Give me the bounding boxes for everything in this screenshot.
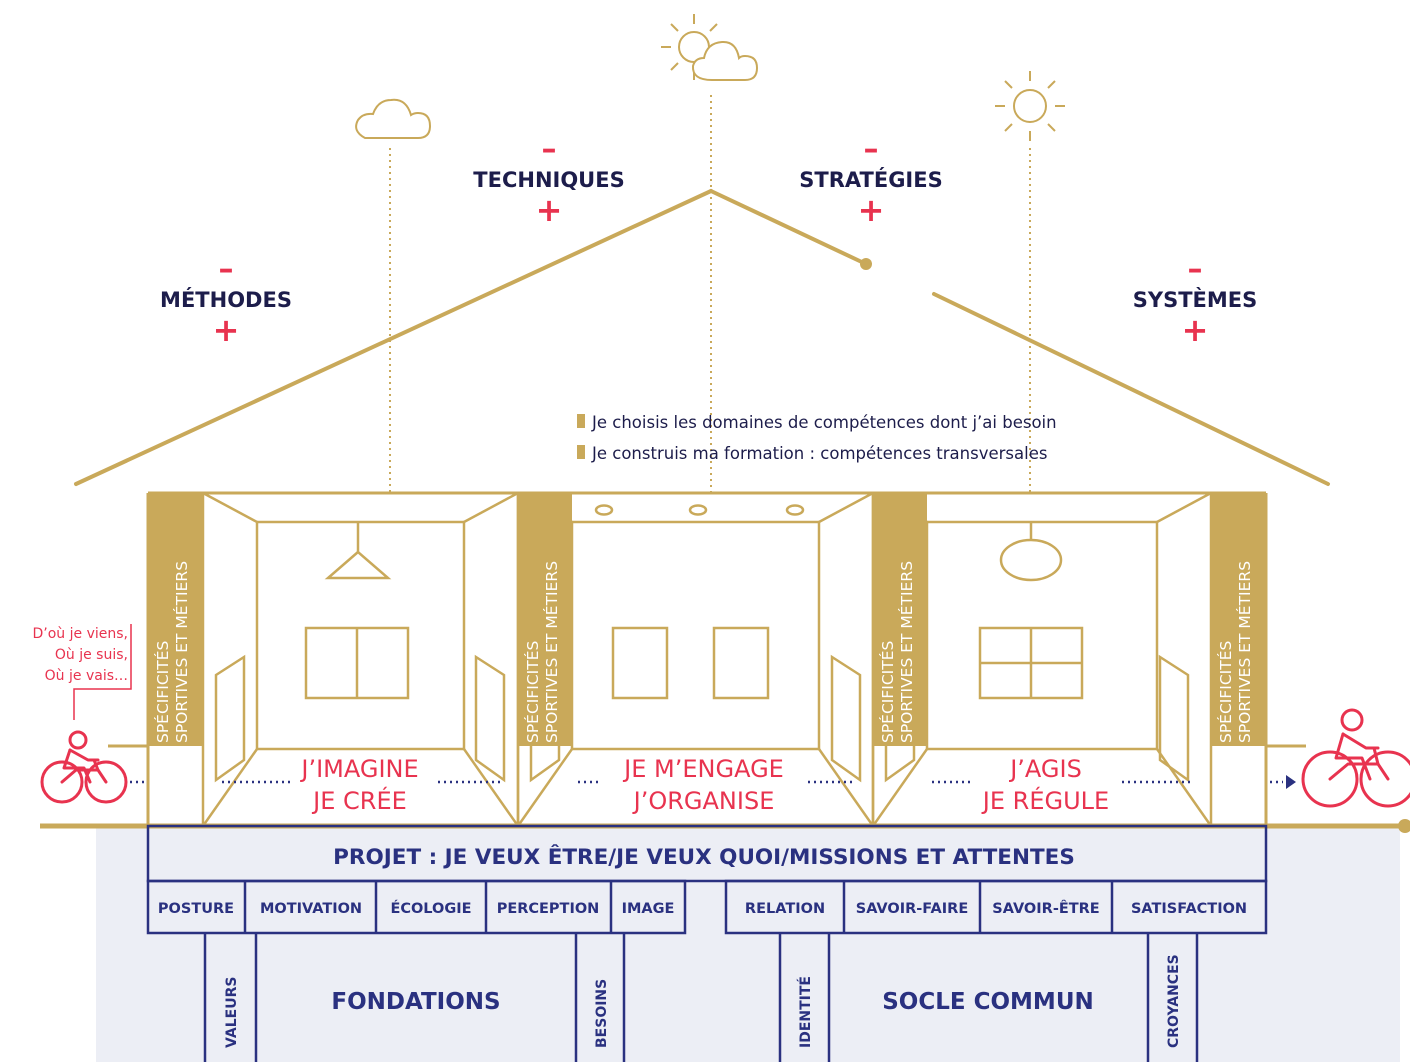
spec-pillar-3-text: SPÉCIFICITÉS SPORTIVES ET MÉTIERS bbox=[878, 561, 916, 743]
common-base-label: SOCLE COMMUN bbox=[882, 989, 1094, 1015]
svg-text:D’où je viens,: D’où je viens, bbox=[33, 626, 128, 642]
pillar-croyances: CROYANCES bbox=[1166, 954, 1182, 1048]
note-1: Je choisis les domaines de compétences d… bbox=[591, 413, 1057, 432]
dotted-sky-lines bbox=[389, 95, 1031, 493]
pillar-satisfaction: SATISFACTION bbox=[1131, 901, 1247, 917]
svg-text:–: – bbox=[542, 132, 557, 167]
category-techniques: – TECHNIQUES + bbox=[473, 132, 624, 229]
cyclist-left-icon bbox=[40, 730, 128, 804]
svg-text:SYSTÈMES: SYSTÈMES bbox=[1133, 287, 1258, 312]
spec-pillar-1-text: SPÉCIFICITÉS SPORTIVES ET MÉTIERS bbox=[153, 561, 191, 743]
svg-text:–: – bbox=[864, 132, 879, 167]
pillar-motivation: MOTIVATION bbox=[260, 901, 362, 917]
svg-text:TECHNIQUES: TECHNIQUES bbox=[473, 168, 624, 192]
svg-text:SPÉCIFICITÉS: SPÉCIFICITÉS bbox=[878, 641, 897, 743]
svg-text:Où je suis,: Où je suis, bbox=[55, 647, 128, 663]
room-3-line-1: J’AGIS bbox=[1008, 755, 1082, 783]
room-3-line-2: JE RÉGULE bbox=[981, 786, 1109, 815]
pillar-perception: PERCEPTION bbox=[497, 901, 600, 917]
spec-pillar-2 bbox=[518, 493, 572, 746]
spec-pillar-2-text: SPÉCIFICITÉS SPORTIVES ET MÉTIERS bbox=[523, 561, 561, 743]
room-1-line-2: JE CRÉE bbox=[311, 786, 407, 815]
foundations-label: FONDATIONS bbox=[331, 989, 500, 1015]
pillar-ecologie: ÉCOLOGIE bbox=[390, 900, 471, 917]
foundation-structure bbox=[146, 824, 1268, 1062]
spec-pillar-3 bbox=[873, 493, 927, 746]
category-strategies: – STRATÉGIES + bbox=[799, 132, 942, 229]
room-1-line-1: J’IMAGINE bbox=[299, 755, 418, 783]
pillar-valeurs: VALEURS bbox=[224, 977, 240, 1048]
spec-pillar-1 bbox=[148, 493, 203, 746]
pillar-posture: POSTURE bbox=[158, 901, 234, 917]
category-systemes: – SYSTÈMES + bbox=[1133, 252, 1258, 349]
roof bbox=[74, 189, 1330, 486]
rider-question: D’où je viens, Où je suis, Où je vais… bbox=[33, 626, 128, 684]
spec-pillar-4-text: SPÉCIFICITÉS SPORTIVES ET MÉTIERS bbox=[1216, 561, 1254, 743]
svg-text:SPORTIVES ET MÉTIERS: SPORTIVES ET MÉTIERS bbox=[897, 561, 916, 743]
svg-text:+: + bbox=[858, 191, 885, 229]
project-bar: PROJET : JE VEUX ÊTRE/JE VEUX QUOI/MISSI… bbox=[333, 844, 1075, 870]
svg-text:SPÉCIFICITÉS: SPÉCIFICITÉS bbox=[153, 641, 172, 743]
svg-text:SPORTIVES ET MÉTIERS: SPORTIVES ET MÉTIERS bbox=[172, 561, 191, 743]
svg-text:+: + bbox=[1182, 311, 1209, 349]
room-2-line-1: JE M’ENGAGE bbox=[622, 755, 784, 783]
room-2-line-2: J’ORGANISE bbox=[632, 787, 775, 815]
ground-end-dot bbox=[1398, 819, 1410, 833]
note-2: Je construis ma formation : compétences … bbox=[591, 444, 1047, 463]
sun-cloud-icon bbox=[661, 14, 759, 81]
pillar-savoir-faire: SAVOIR-FAIRE bbox=[856, 901, 968, 917]
notes: Je choisis les domaines de compétences d… bbox=[577, 413, 1057, 463]
svg-text:–: – bbox=[219, 252, 234, 287]
pillar-savoir-etre: SAVOIR-ÊTRE bbox=[992, 900, 1099, 917]
cloud-icon bbox=[355, 98, 432, 139]
right-pillar-labels: RELATION SAVOIR-FAIRE SAVOIR-ÊTRE SATISF… bbox=[745, 900, 1247, 917]
svg-text:SPORTIVES ET MÉTIERS: SPORTIVES ET MÉTIERS bbox=[1235, 561, 1254, 743]
foundation-background bbox=[96, 826, 1400, 1062]
roof-end-dot bbox=[860, 258, 872, 270]
cyclist-right-icon bbox=[1301, 708, 1410, 808]
note-bullet bbox=[577, 414, 585, 428]
pillar-identite: IDENTITÉ bbox=[797, 976, 814, 1048]
specificity-pillars bbox=[148, 493, 1266, 746]
sun-icon bbox=[995, 71, 1065, 141]
svg-text:SPÉCIFICITÉS: SPÉCIFICITÉS bbox=[523, 641, 542, 743]
category-methodes: – MÉTHODES + bbox=[160, 252, 292, 349]
note-bullet bbox=[577, 445, 585, 459]
pillar-besoins: BESOINS bbox=[594, 979, 610, 1048]
rider-callout-line bbox=[73, 624, 132, 720]
pillar-relation: RELATION bbox=[745, 901, 825, 917]
svg-text:SPORTIVES ET MÉTIERS: SPORTIVES ET MÉTIERS bbox=[542, 561, 561, 743]
journey-arrow-icon bbox=[1286, 775, 1296, 789]
spec-pillar-4 bbox=[1211, 493, 1266, 746]
svg-text:+: + bbox=[536, 191, 563, 229]
svg-text:SPÉCIFICITÉS: SPÉCIFICITÉS bbox=[1216, 641, 1235, 743]
svg-text:Où je vais…: Où je vais… bbox=[45, 668, 128, 684]
left-pillar-labels: POSTURE MOTIVATION ÉCOLOGIE PERCEPTION I… bbox=[158, 900, 675, 917]
svg-text:–: – bbox=[1188, 252, 1203, 287]
svg-text:STRATÉGIES: STRATÉGIES bbox=[799, 167, 942, 192]
room-1 bbox=[201, 491, 520, 828]
svg-text:MÉTHODES: MÉTHODES bbox=[160, 287, 292, 312]
svg-text:+: + bbox=[213, 311, 240, 349]
pillar-image: IMAGE bbox=[622, 901, 675, 917]
